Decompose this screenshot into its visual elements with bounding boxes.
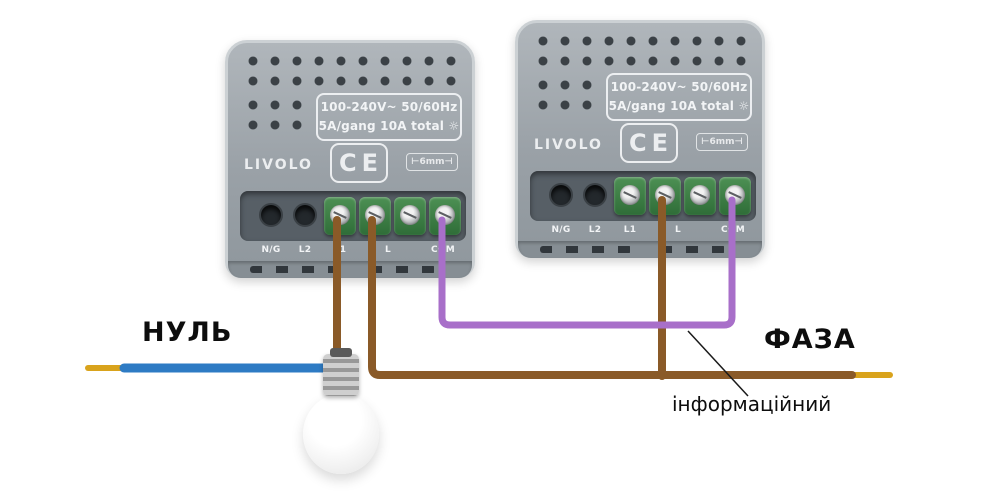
spec-label: 100-240V~ 50/60Hz 5A/gang 10A total ☼ <box>316 93 462 141</box>
terminal-hole <box>259 203 283 227</box>
voltage-rating: 100-240V~ 50/60Hz <box>610 80 748 95</box>
terminal-label-ng: N/G <box>551 225 571 235</box>
terminal-label-l: L <box>674 225 682 235</box>
terminal-block <box>530 171 756 221</box>
pointer-line <box>687 330 749 397</box>
switch-module-left: 100-240V~ 50/60Hz 5A/gang 10A total ☼ LI… <box>225 40 475 278</box>
current-rating: 5A/gang 10A total ☼ <box>318 119 460 133</box>
spec-label: 100-240V~ 50/60Hz 5A/gang 10A total ☼ <box>606 73 752 121</box>
vent-holes <box>242 95 312 139</box>
mounting-slots <box>660 246 726 253</box>
brand-logo: LIVOLO <box>534 137 603 153</box>
ce-mark: CE <box>330 143 388 183</box>
current-rating: 5A/gang 10A total ☼ <box>608 99 750 113</box>
terminal-label-l2: L2 <box>298 245 312 255</box>
terminal-label-l: L <box>384 245 392 255</box>
terminal-label-l1: L1 <box>333 245 347 255</box>
vent-holes <box>532 75 602 119</box>
terminal-label-com: COM <box>720 225 746 235</box>
bulb-glass <box>303 394 379 474</box>
signal-wire-label: інформаційний <box>672 392 832 416</box>
vent-holes <box>242 51 464 93</box>
terminal-hole <box>549 183 573 207</box>
terminal-label-ng: N/G <box>261 245 281 255</box>
mounting-slots <box>540 246 632 253</box>
lamp-icon: ☼ <box>738 99 750 113</box>
terminal-screw <box>429 197 461 235</box>
mounting-slots <box>370 266 436 273</box>
brand-logo: LIVOLO <box>244 157 313 173</box>
module-bottom-edge <box>228 261 472 278</box>
ce-mark: CE <box>620 123 678 163</box>
strip-gauge-label: ⊢6mm⊣ <box>696 133 748 151</box>
terminal-hole <box>583 183 607 207</box>
strip-gauge-label: ⊢6mm⊣ <box>406 153 458 171</box>
module-bottom-edge <box>518 241 762 258</box>
terminal-screw <box>324 197 356 235</box>
terminal-label-l2: L2 <box>588 225 602 235</box>
vent-holes <box>532 31 754 73</box>
bulb-contact-cap <box>330 348 352 357</box>
terminal-screw <box>684 177 716 215</box>
voltage-rating: 100-240V~ 50/60Hz <box>320 100 458 115</box>
mounting-slots <box>250 266 342 273</box>
terminal-screw <box>649 177 681 215</box>
terminal-screw <box>394 197 426 235</box>
terminal-screw <box>359 197 391 235</box>
lamp-icon: ☼ <box>448 119 460 133</box>
switch-module-right: 100-240V~ 50/60Hz 5A/gang 10A total ☼ LI… <box>515 20 765 258</box>
terminal-block <box>240 191 466 241</box>
terminal-screw <box>614 177 646 215</box>
neutral-label: НУЛЬ <box>142 317 233 348</box>
terminal-label-l1: L1 <box>623 225 637 235</box>
phase-label: ФАЗА <box>764 324 856 355</box>
terminal-screw <box>719 177 751 215</box>
terminal-label-com: COM <box>430 245 456 255</box>
bulb-screw-base <box>323 354 359 396</box>
terminal-hole <box>293 203 317 227</box>
